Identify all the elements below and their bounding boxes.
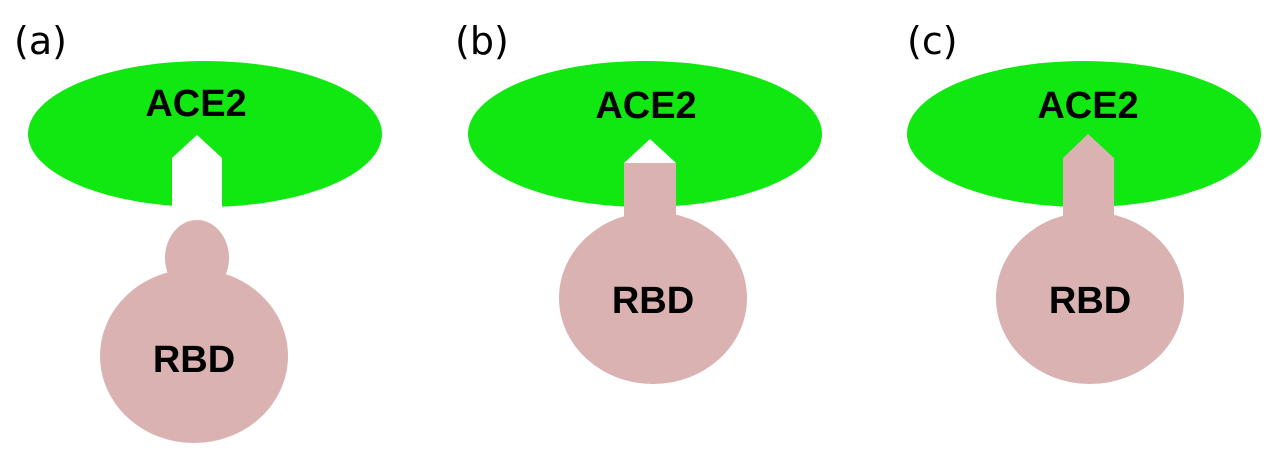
panel-c-rbd: RBD — [996, 134, 1184, 384]
panel-a-ace2: ACE2 — [28, 61, 382, 212]
panel-b-rbd: RBD — [559, 163, 747, 384]
panel-a-ace2-notch — [172, 135, 222, 212]
panel-c-label: (c) — [907, 19, 958, 63]
panel-b-ace2-label: ACE2 — [595, 85, 696, 127]
panel-c-rbd-label: RBD — [1049, 280, 1131, 322]
panel-b-ace2-notch — [624, 139, 676, 163]
panel-b-ace2: ACE2 — [468, 61, 822, 207]
panel-c-ace2: ACE2 — [907, 61, 1261, 207]
panel-a-ace2-label: ACE2 — [145, 83, 246, 125]
panel-c: (c) ACE2 RBD — [907, 19, 1261, 384]
panel-c-ace2-label: ACE2 — [1037, 85, 1138, 127]
panel-c-rbd-stem — [1063, 134, 1114, 225]
panel-b-rbd-label: RBD — [612, 280, 694, 322]
panel-a-rbd: RBD — [100, 220, 288, 443]
panel-a-rbd-label: RBD — [153, 339, 235, 381]
panel-b: (b) ACE2 RBD — [455, 19, 822, 384]
panel-b-rbd-body — [559, 212, 747, 384]
panel-c-rbd-body — [996, 212, 1184, 384]
panel-a-ace2-ellipse — [28, 61, 382, 207]
panel-b-label: (b) — [455, 19, 509, 63]
panel-b-ace2-ellipse — [468, 61, 822, 207]
panel-a-rbd-body — [100, 269, 288, 443]
panel-a-label: (a) — [14, 19, 67, 63]
panel-a: (a) ACE2 RBD — [14, 19, 382, 443]
panel-c-ace2-ellipse — [907, 61, 1261, 207]
